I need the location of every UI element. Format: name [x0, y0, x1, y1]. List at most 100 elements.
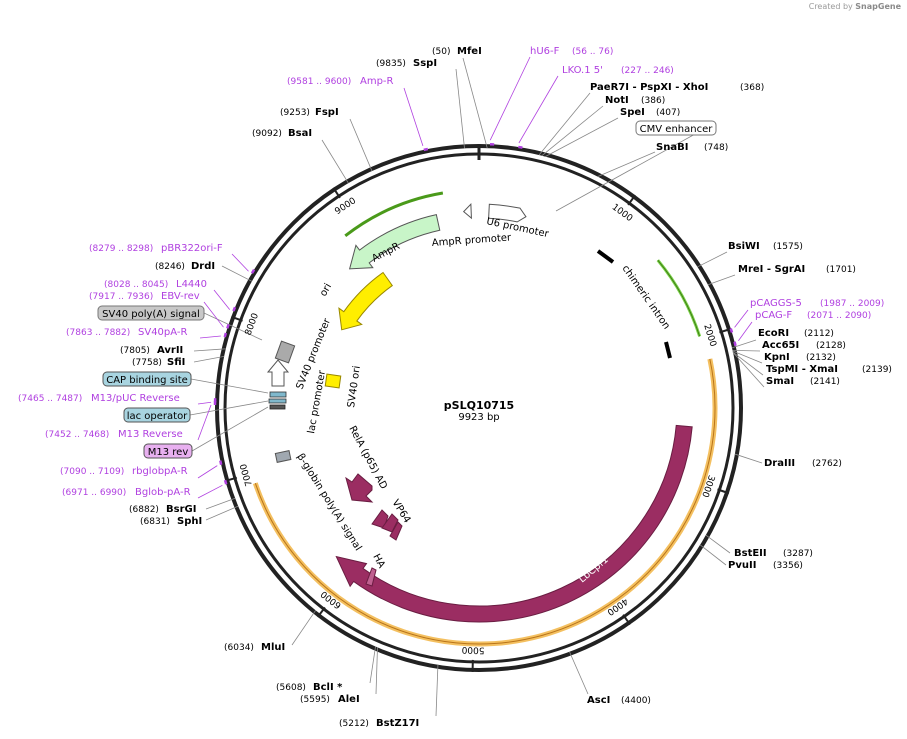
site-asci-pos: (4400): [621, 696, 651, 706]
primer-pbr322-range: (8279 .. 8298): [89, 244, 153, 254]
site-sfii-name: SfiI: [167, 357, 185, 368]
primer-l4440-range: (8028 .. 8045): [104, 280, 168, 290]
ruler-label: 9000: [333, 196, 358, 217]
boxed-feature-sv40pa: SV40 poly(A) signal: [97, 305, 205, 321]
primer-lko-range: (227 .. 246): [621, 66, 674, 76]
primer-m13puc-range: (7465 .. 7487): [18, 394, 82, 404]
sv40-ori-box: [324, 373, 342, 389]
feature-leader: [191, 406, 269, 452]
primer-mark: [223, 332, 228, 338]
primer-mark: [232, 306, 237, 312]
site-leader: [569, 651, 589, 695]
site-ecori-name: EcoRI: [758, 328, 789, 339]
chimeric-intron-marker-bottom: [664, 341, 672, 359]
site-smai-name: SmaI: [766, 376, 794, 387]
plasmid-size: 9923 bp: [458, 412, 499, 423]
site-noti-pos: (386): [641, 96, 665, 106]
site-smai-pos: (2141): [810, 377, 840, 387]
ruler-label: 5000: [461, 644, 484, 655]
plasmid-name: pSLQ10715: [444, 399, 514, 412]
cmv-enhancer-text: CMV enhancer: [640, 124, 714, 135]
enzyme-labels: (50) MfeI (9835) SspI (9253) FspI (9092)…: [120, 46, 892, 729]
site-xmai-pos: (2139): [862, 365, 892, 375]
primer-lko-name: LKO.1 5': [562, 65, 603, 76]
ruler-tick: [316, 606, 326, 618]
site-leader: [707, 274, 736, 286]
boxed-feature-cmv: CMV enhancer: [635, 120, 717, 136]
ruler-tick: [332, 187, 341, 199]
primer-rbglob-name: rbglobpA-R: [132, 466, 188, 477]
lac-promoter-arrow: [266, 359, 290, 387]
site-leader: [455, 68, 465, 149]
m13-rev-box: [143, 443, 193, 459]
site-bstz17i-name: BstZ17I: [376, 718, 419, 729]
sv40-polya-box: [97, 305, 205, 321]
ha-arrow: [365, 567, 377, 587]
inner-features: [266, 249, 672, 587]
site-acc65i-name: Acc65I: [762, 340, 799, 351]
site-xhoi-name: PaeR7I - PspXI - XhoI: [590, 82, 708, 93]
site-alei-pos: (5595): [300, 695, 330, 705]
primer-mark: [423, 147, 429, 152]
primer-leader: [213, 289, 231, 310]
primer-sv40par-name: SV40pA-R: [138, 327, 187, 338]
site-leader: [321, 139, 349, 184]
ruler-tick: [225, 476, 238, 482]
ampr-arrow: [348, 214, 441, 270]
site-leader: [193, 348, 226, 352]
site-xhoi-pos: (368): [740, 83, 764, 93]
boxed-feature-lacop: lac operator: [123, 407, 191, 423]
snapgene-credit: Created by SnapGene: [809, 2, 901, 11]
bglobin-polya-box: [274, 450, 292, 463]
feature-leader: [203, 312, 263, 341]
lbcpf1-highlight-arc-core: [254, 358, 716, 645]
ampr-promoter-label: AmpR promoter: [431, 232, 512, 249]
chimeric-intron-marker-top: [596, 249, 615, 264]
primer-leader: [197, 401, 212, 405]
site-leader: [732, 352, 765, 388]
vp64-arrow-2: [381, 513, 399, 533]
ha-label: HA: [370, 552, 387, 570]
site-drdi-name: DrdI: [191, 261, 215, 272]
primer-labels: hU6-F (56 .. 76) LKO.1 5' (227 .. 246) (…: [18, 46, 884, 498]
site-leader: [375, 647, 378, 695]
site-leader: [705, 534, 731, 554]
site-mlui-pos: (6034): [224, 643, 254, 653]
site-bsteii-pos: (3287): [783, 549, 813, 559]
site-sphi-pos: (6831): [140, 517, 170, 527]
cap-binding-box: [269, 391, 287, 398]
site-bsai-pos: (9092): [252, 129, 282, 139]
primer-ampr-range: (9581 .. 9600): [287, 77, 351, 87]
site-leader: [221, 265, 253, 282]
cmv-enhancer-box: [635, 120, 717, 136]
site-ecori-pos: (2112): [804, 329, 834, 339]
site-avrii-pos: (7805): [120, 346, 150, 356]
site-leader: [732, 350, 763, 364]
primer-leader: [734, 309, 749, 328]
primer-m13rev-name: M13 Reverse: [118, 429, 183, 440]
primer-pcaggs5-range: (1987 .. 2009): [820, 299, 884, 309]
site-sspi-name: SspI: [413, 58, 437, 69]
ori-label: ori: [318, 282, 334, 299]
boxed-feature-cap: CAP binding site: [102, 371, 192, 387]
site-bsiwi-name: BsiWI: [728, 241, 760, 252]
primer-pbr322-name: pBR322ori-F: [161, 243, 223, 254]
ori-arrow: [338, 271, 394, 331]
primer-mark: [250, 269, 256, 274]
m13-rev-text: M13 rev: [148, 447, 189, 458]
primer-mark: [518, 145, 523, 149]
credit-prefix: Created by: [808, 2, 853, 11]
site-pvuii-pos: (3356): [773, 561, 803, 571]
site-bcli-pos: (5608): [276, 683, 306, 693]
primer-pcaggs5-name: pCAGGS-5: [750, 298, 802, 309]
site-spei-pos: (407): [656, 108, 680, 118]
primer-leader: [203, 301, 224, 328]
primer-leader: [199, 335, 221, 339]
sv40-polya-text: SV40 poly(A) signal: [102, 309, 200, 320]
lac-operator-box: [268, 398, 287, 404]
site-mrei-name: MreI - SgrAI: [738, 264, 805, 275]
ampr-green-line: [344, 191, 444, 238]
site-sspi-pos: (9835): [376, 59, 406, 69]
site-fspi-name: FspI: [315, 107, 339, 118]
sv40-promoter-box: [274, 340, 296, 364]
